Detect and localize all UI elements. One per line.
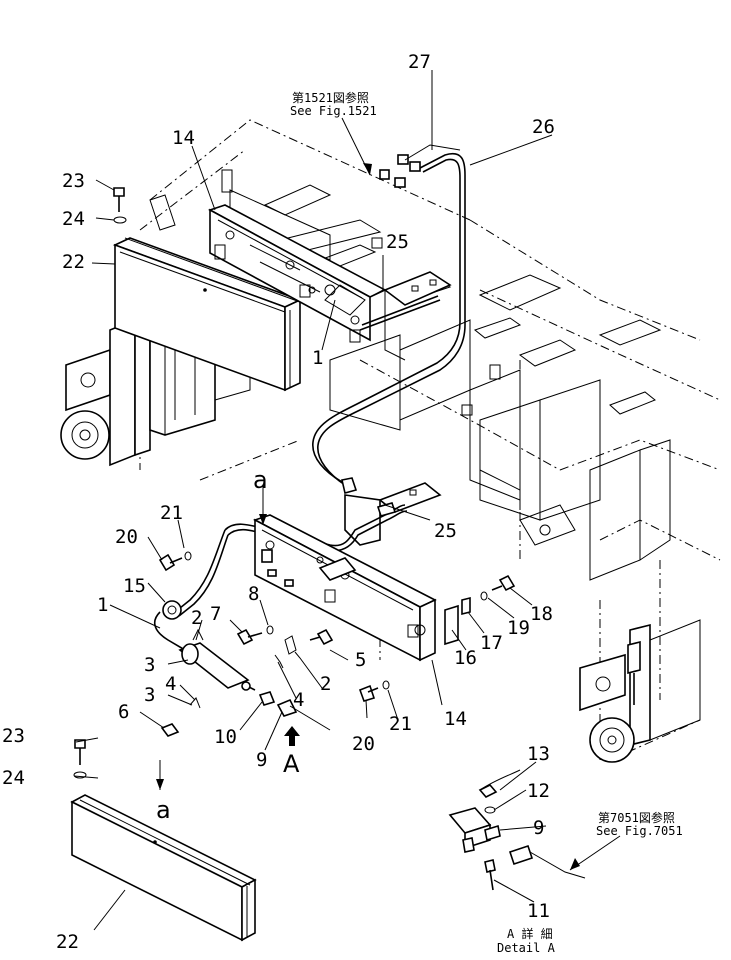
view-arrow-a: A — [283, 726, 300, 778]
callout-25-upper: 25 — [386, 231, 409, 253]
callout-21-upper: 21 — [160, 502, 183, 524]
callout-23-lower: 23 — [2, 725, 25, 747]
callout-16: 16 — [454, 647, 477, 669]
upper-panel — [208, 204, 387, 343]
ref-bottom-en: See Fig.7051 — [596, 824, 683, 838]
callout-24-lower: 24 — [2, 767, 25, 789]
callout-9-detail: 9 — [533, 817, 544, 839]
callout-2-upper: 2 — [191, 607, 202, 629]
fasteners-lower — [158, 551, 516, 737]
callout-21-lower: 21 — [389, 713, 412, 735]
callout-22-lower: 22 — [56, 931, 79, 953]
upper-bracket — [383, 271, 452, 361]
callout-8: 8 — [248, 583, 259, 605]
callout-11: 11 — [527, 900, 550, 922]
lower-bracket — [344, 482, 442, 546]
callout-12: 12 — [527, 780, 550, 802]
connectors-27 — [379, 144, 461, 188]
callout-6: 6 — [118, 701, 129, 723]
callout-7: 7 — [210, 603, 221, 625]
detail-a-drawing — [448, 769, 586, 891]
callout-1-upper: 1 — [312, 347, 323, 369]
callout-20-lower: 20 — [352, 733, 375, 755]
callout-17: 17 — [480, 632, 503, 654]
detail-letter-lower: a — [156, 796, 171, 824]
lower-cover — [70, 794, 257, 942]
detail-letter-upper: a — [253, 466, 268, 494]
lower-panel — [252, 514, 437, 662]
callout-23-upper: 23 — [62, 170, 85, 192]
upper-cover — [112, 237, 303, 392]
callout-14-upper: 14 — [172, 127, 195, 149]
reference-notes: 第1521図参照 See Fig.1521 第7051図参照 See Fig.7… — [290, 90, 683, 955]
callout-3-upper: 3 — [144, 654, 155, 676]
callout-27: 27 — [408, 51, 431, 73]
ref-top-en: See Fig.1521 — [290, 104, 377, 118]
callout-19: 19 — [507, 617, 530, 639]
callout-1-lower: 1 — [97, 594, 108, 616]
leader-lines — [73, 70, 621, 931]
ref-top-jp: 第1521図参照 — [292, 90, 369, 105]
ref-bottom-jp: 第7051図参照 — [598, 810, 675, 825]
callout-24-upper: 24 — [62, 208, 85, 230]
callout-numbers: 27 26 14 23 24 22 25 1 25 21 20 15 1 8 7… — [2, 51, 555, 953]
callout-14-lower: 14 — [444, 708, 467, 730]
callout-2-lower: 2 — [320, 673, 331, 695]
harness-26 — [312, 153, 466, 494]
callout-10: 10 — [214, 726, 237, 748]
detail-a-jp: A 詳 細 — [507, 926, 553, 941]
callout-9-main: 9 — [256, 749, 267, 771]
callout-20-upper: 20 — [115, 526, 138, 548]
view-letter-a: A — [283, 750, 300, 778]
callout-5: 5 — [355, 649, 366, 671]
right-mount-wheel — [579, 619, 701, 763]
callout-4-lower: 4 — [293, 689, 304, 711]
callout-15: 15 — [123, 575, 146, 597]
callout-3-lower: 3 — [144, 684, 155, 706]
detail-a-en: Detail A — [497, 941, 556, 955]
callout-18: 18 — [530, 603, 553, 625]
callout-26: 26 — [532, 116, 555, 138]
callout-4-upper: 4 — [165, 673, 176, 695]
leader-arrowheads — [156, 163, 580, 870]
callout-22-upper: 22 — [62, 251, 85, 273]
callout-13: 13 — [527, 743, 550, 765]
callout-25-lower: 25 — [434, 520, 457, 542]
detail-letters: a a — [156, 466, 268, 824]
